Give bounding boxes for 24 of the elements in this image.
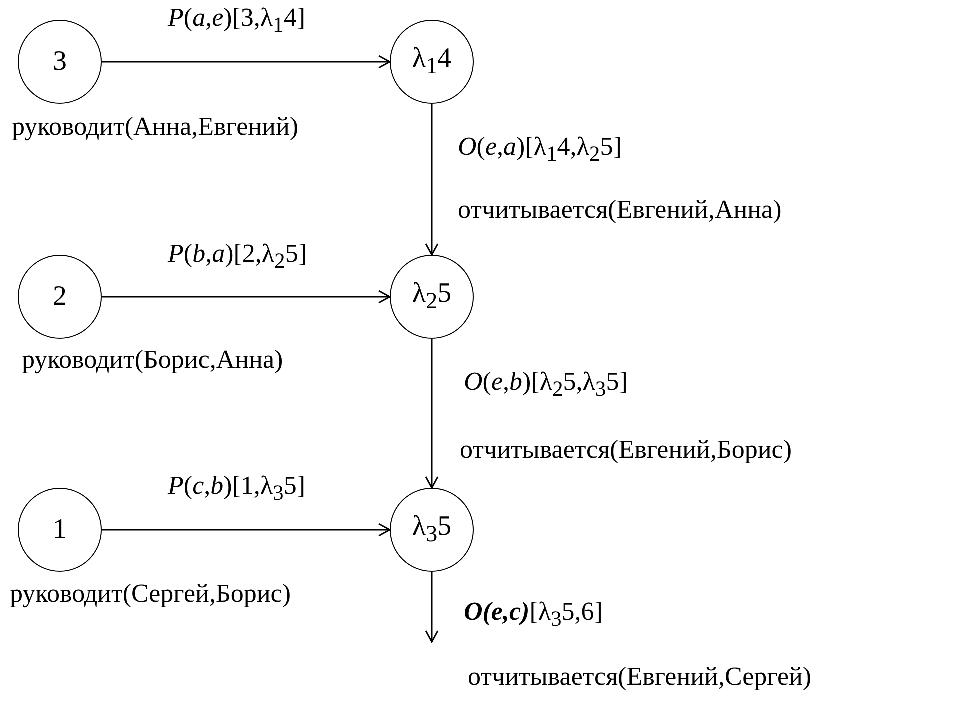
- edge-label: P(c,b)[1,λ$_{3}$5]: [168, 472, 306, 506]
- node-caption: руководит(Сергей,Борис): [10, 580, 291, 609]
- arrow: [425, 104, 439, 256]
- arrow: [425, 572, 439, 643]
- arrow: [102, 290, 391, 304]
- arrow: [425, 339, 439, 489]
- edge-label: O(e,a)[λ$_{1}$4,λ$_{2}$5]: [458, 133, 622, 168]
- node-caption: руководит(Борис,Анна): [22, 346, 284, 375]
- relation-label: отчитывается(Евгений,Борис): [460, 436, 792, 465]
- edge-label: P(b,a)[2,λ$_{2}$5]: [168, 240, 307, 274]
- state-circle: λ$_{1}$4: [390, 20, 474, 104]
- arrow: [102, 55, 391, 69]
- state-circle: 3: [18, 20, 102, 104]
- state-circle: 2: [18, 255, 102, 339]
- state-circle: 1: [18, 488, 102, 572]
- edge-label: O(e,b)[λ$_{2}$5,λ$_{3}$5]: [464, 368, 628, 402]
- state-circle: λ$_{3}$5: [390, 488, 474, 572]
- edge-label: P(a,e)[3,λ$_{1}$4]: [168, 4, 306, 38]
- relation-label: отчитывается(Евгений,Сергей): [468, 663, 812, 692]
- node-caption: руководит(Анна,Евгений): [12, 113, 299, 142]
- relation-label: отчитывается(Евгений,Анна): [458, 196, 782, 225]
- edge-label: O(e,c)[λ$_{3}$5,6]: [464, 598, 603, 632]
- state-circle: λ$_{2}$5: [390, 255, 474, 339]
- arrow: [102, 523, 391, 537]
